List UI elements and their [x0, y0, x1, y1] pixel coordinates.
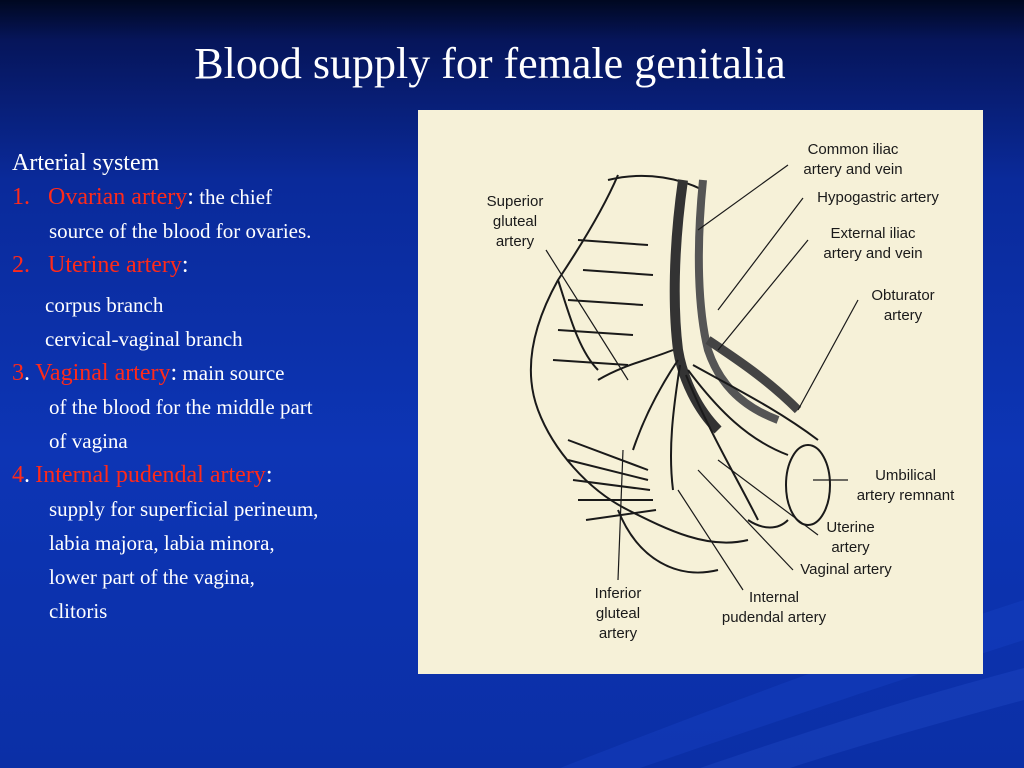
- item-desc-cont: lower part of the vagina,: [49, 565, 255, 589]
- artery-name: Vaginal artery: [35, 360, 171, 386]
- label-inferior-gluteal-artery: Inferior gluteal artery: [594, 585, 642, 642]
- label-external-iliac: External iliac artery and vein: [823, 225, 923, 262]
- dot: .: [24, 360, 30, 386]
- item-desc-cont: labia majora, labia minora,: [49, 531, 275, 555]
- item-desc-cont: of vagina: [49, 429, 128, 453]
- list-item-vaginal: 3. Vaginal artery: main source: [12, 356, 417, 390]
- dot: .: [24, 462, 30, 488]
- artery-name: Ovarian artery: [48, 184, 188, 210]
- item-desc-cont: source of the blood for ovaries.: [49, 219, 312, 243]
- item-number: 1.: [12, 184, 30, 210]
- anatomy-illustration: Superior gluteal artery Common iliac art…: [418, 110, 983, 674]
- label-hypogastric-artery: Hypogastric artery: [817, 189, 939, 206]
- pelvic-arteries-drawing: [529, 164, 859, 591]
- colon: :: [265, 462, 273, 488]
- item-number: 2.: [12, 252, 30, 278]
- item-desc: main source: [182, 361, 285, 385]
- item-desc-cont: of the blood for the middle part: [49, 395, 313, 419]
- item-number: 4: [12, 462, 24, 488]
- list-item-uterine: 2. Uterine artery:: [12, 248, 417, 282]
- colon: :: [187, 184, 194, 210]
- label-uterine-artery: Uterine artery: [826, 519, 875, 556]
- label-superior-gluteal-artery: Superior gluteal artery: [486, 193, 544, 250]
- list-item-ovarian: 1. Ovarian artery: the chief: [12, 180, 417, 214]
- list-item-internal-pudendal: 4. Internal pudendal artery:: [12, 458, 417, 492]
- label-obturator-artery: Obturator artery: [871, 287, 935, 324]
- artery-name: Uterine artery: [48, 252, 182, 278]
- colon: :: [181, 252, 189, 278]
- section-heading: Arterial system: [12, 150, 160, 176]
- colon: :: [170, 360, 178, 386]
- arterial-system-list: Arterial system 1. Ovarian artery: the ch…: [12, 146, 417, 628]
- label-vaginal-artery: Vaginal artery: [800, 561, 892, 578]
- item-desc-cont: supply for superficial perineum,: [49, 497, 319, 521]
- item-desc-cont: clitoris: [49, 599, 108, 623]
- label-common-iliac: Common iliac artery and vein: [803, 141, 903, 178]
- sub-branch: corpus branch: [45, 293, 164, 317]
- artery-name: Internal pudendal artery: [35, 462, 266, 488]
- item-number: 3: [12, 360, 24, 386]
- slide-title: Blood supply for female genitalia: [194, 39, 786, 88]
- item-desc: the chief: [199, 185, 273, 209]
- sub-branch: cervical-vaginal branch: [45, 327, 243, 351]
- label-internal-pudendal-artery: Internal pudendal artery: [721, 589, 827, 626]
- label-umbilical-artery-remnant: Umbilical artery remnant: [856, 467, 955, 504]
